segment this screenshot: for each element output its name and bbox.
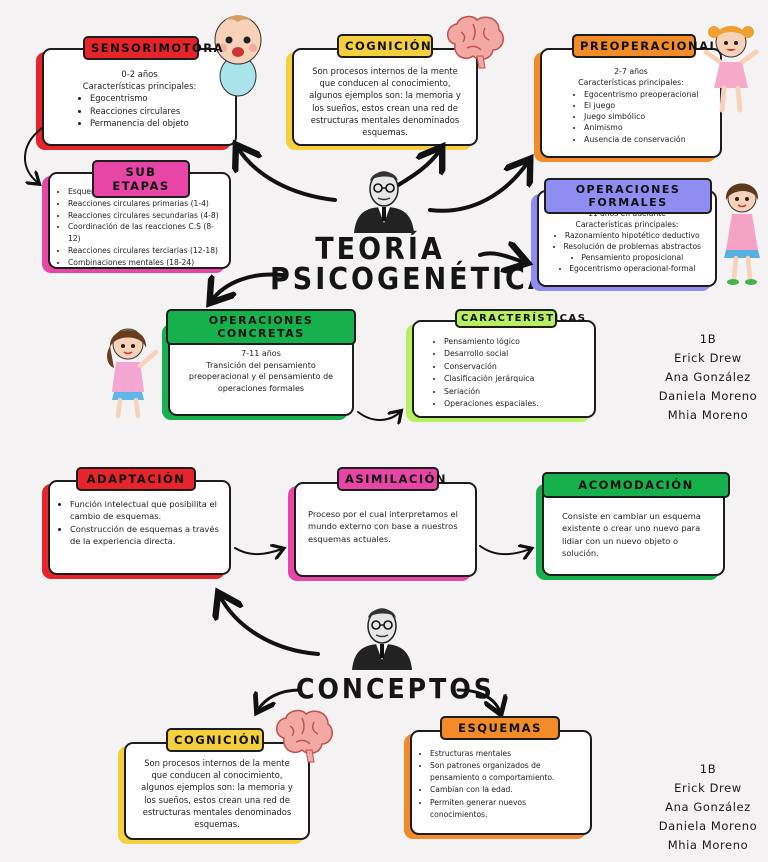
cognicion-top-text: Son procesos internos de la mente que co… [309, 66, 461, 137]
list-item: Animismo [584, 122, 710, 133]
arrow-sensorimotora-to-subetapas [24, 127, 43, 183]
arrow-to-cognicion-bottom [258, 688, 302, 710]
list-item: Pensamiento proposicional [549, 252, 705, 263]
girl-icon [107, 328, 159, 419]
asimilacion-card: Proceso por el cual interpretamos el mun… [294, 482, 477, 577]
list-item: Juego simbólico [584, 111, 710, 122]
preoperacional-intro: Características principales: [578, 78, 684, 88]
cognicion-bottom-label: COGNICIÓN [166, 728, 264, 752]
list-item: Egocentrismo [90, 92, 225, 104]
piaget-portrait-icon [354, 171, 414, 233]
acomodacion-text: Consiste en cambiar un esquema existente… [562, 511, 701, 559]
arrow-to-formales [478, 253, 524, 262]
arrow-to-preoperacional [428, 162, 528, 213]
cognicion-top-card: Son procesos internos de la mente que co… [292, 48, 478, 146]
sensorimotora-label: SENSORIMOTORA [83, 36, 223, 60]
cognicion-bottom-card: Son procesos internos de la mente que co… [124, 742, 310, 840]
acomodacion-label: ACOMODACIÓN [542, 472, 730, 498]
list-item: Cambian con la edad. [430, 784, 582, 796]
asimilacion-text: Proceso por el cual interpretamos el mun… [308, 509, 458, 544]
author-name: Mhia Moreno [667, 408, 749, 422]
concretas-label: OPERACIONES CONCRETAS [166, 309, 356, 345]
preoperacional-label: PREOPERACIONAL [572, 34, 717, 58]
list-item: Estructuras mentales [430, 748, 582, 760]
sensorimotora-intro: Características principales: [82, 81, 197, 92]
list-item: Seriación [444, 386, 586, 398]
girl-icon [703, 26, 759, 113]
title-line-1: TEORÍA [315, 232, 445, 267]
baby-icon [214, 15, 262, 97]
girl-icon [724, 183, 760, 285]
arrow-concretas-to-caracteristicas [357, 412, 400, 420]
author-name: Erick Drew [674, 351, 742, 365]
list-item: Egocentrismo preoperacional [584, 89, 710, 100]
piaget-portrait-icon [352, 608, 412, 670]
authors-block-top: 1B Erick Drew Ana González Daniela Moren… [656, 330, 760, 425]
author-name: Erick Drew [674, 781, 742, 795]
list-item: Construcción de esquemas a través de la … [70, 523, 221, 548]
formales-intro: Características principales: [575, 220, 679, 229]
list-item: Permanencia del objeto [90, 117, 225, 129]
arrow-adaptacion-to-asimilacion [234, 548, 282, 554]
list-item: Pensamiento lógico [444, 336, 586, 348]
list-item: Permiten generar nuevos conocimientos. [430, 797, 582, 821]
list-item: Ausencia de conservación [584, 134, 710, 145]
brain-icon [276, 709, 333, 763]
formales-label: OPERACIONES FORMALES [544, 178, 712, 214]
sensorimotora-card: 0-2 años Características principales: Eg… [42, 48, 237, 146]
list-item: Reacciones circulares primarias (1-4) [68, 198, 223, 210]
preoperacional-age: 2-7 años [614, 67, 648, 76]
list-item: Reacciones circulares terciarias (12-18) [68, 245, 223, 257]
concretas-age: 7-11 años [241, 349, 281, 358]
brain-icon [447, 15, 504, 69]
list-item: Función intelectual que posibilita el ca… [70, 498, 221, 523]
esquemas-card: Estructuras mentales Son patrones organi… [410, 730, 592, 835]
adaptacion-card: Función intelectual que posibilita el ca… [48, 480, 231, 575]
list-item: Son patrones organizados de pensamiento … [430, 760, 582, 784]
preoperacional-card: 2-7 años Características principales: Eg… [540, 48, 722, 158]
list-item: Operaciones espaciales. [444, 398, 586, 410]
list-item: Reacciones circulares [90, 105, 225, 117]
author-name: Ana González [665, 800, 751, 814]
list-item: Resolución de problemas abstractos [549, 241, 705, 252]
list-item: Coordinación de las reacciones C.S (8-12… [68, 221, 223, 245]
caracteristicas-label: CARACTERÍSTICAS [455, 309, 585, 328]
sensorimotora-age: 0-2 años [121, 69, 158, 79]
subetapas-label: SUB ETAPAS [92, 160, 190, 198]
title-line-2: PSICOGENÉTICA [270, 262, 552, 297]
group-label: 1B [699, 332, 717, 346]
caracteristicas-card: Pensamiento lógico Desarrollo social Con… [412, 320, 596, 418]
authors-block-bottom: 1B Erick Drew Ana González Daniela Moren… [656, 760, 760, 855]
author-name: Daniela Moreno [658, 819, 758, 833]
author-name: Ana González [665, 370, 751, 384]
arrow-to-sensorimotora [238, 148, 337, 202]
list-item: Reacciones circulares secundarias (4-8) [68, 210, 223, 222]
adaptacion-label: ADAPTACIÓN [76, 467, 196, 491]
asimilacion-label: ASIMILACIÓN [337, 467, 446, 491]
list-item: Clasificación jerárquica [444, 373, 586, 385]
list-item: Desarrollo social [444, 348, 586, 360]
list-item: Egocentrismo operacional-formal [549, 263, 705, 274]
arrow-asimilacion-to-acomodacion [479, 546, 530, 554]
author-name: Daniela Moreno [658, 389, 758, 403]
author-name: Mhia Moreno [667, 838, 749, 852]
concretas-text: Transición del pensamiento preoperaciona… [188, 360, 334, 393]
list-item: Razonamiento hipotético deductivo [549, 230, 705, 241]
group-label: 1B [699, 762, 717, 776]
list-item: Combinaciones mentales (18-24) [68, 257, 223, 269]
esquemas-label: ESQUEMAS [440, 716, 560, 740]
cognicion-bottom-text: Son procesos internos de la mente que co… [141, 758, 293, 829]
conceptos-title: CONCEPTOS [296, 672, 495, 705]
list-item: Conservación [444, 361, 586, 373]
arrow-to-adaptacion [220, 596, 320, 656]
cognicion-top-label: COGNICIÓN [337, 34, 433, 58]
list-item: El juego [584, 100, 710, 111]
